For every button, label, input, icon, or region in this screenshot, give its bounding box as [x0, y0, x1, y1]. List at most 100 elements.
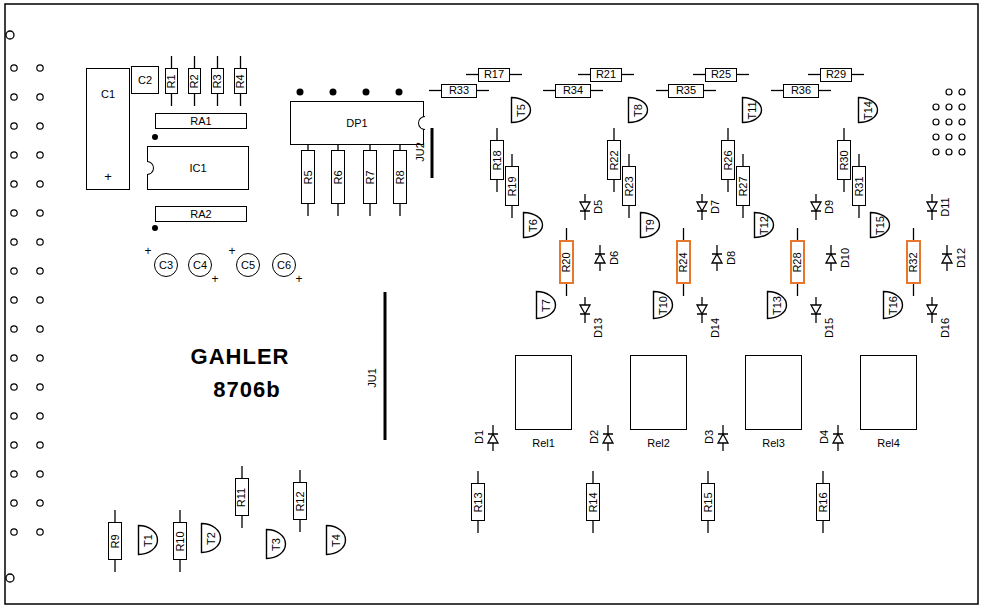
part-name: R1: [166, 74, 177, 88]
jumper-label: JU1: [367, 368, 378, 388]
part-name: R5: [303, 170, 314, 184]
resistor-lead: [241, 516, 242, 528]
diode-lead: [584, 314, 585, 323]
part-name: R33: [449, 85, 469, 96]
polarity-mark: +: [211, 273, 218, 285]
polarity-mark: +: [144, 245, 151, 257]
resistor-lead: [819, 90, 831, 91]
resistor-symbol: R13: [471, 483, 485, 521]
transistor-symbol: T10: [652, 290, 674, 320]
resistor-lead: [707, 521, 708, 533]
diode-symbol: [595, 254, 605, 263]
polarity-mark: +: [295, 273, 302, 285]
diode-lead: [584, 211, 585, 220]
resistor-symbol: R3: [211, 68, 224, 94]
part-name: R9: [110, 534, 121, 548]
part-name: C6: [277, 260, 291, 271]
resistor-lead: [510, 74, 522, 75]
pin-dot: [152, 134, 158, 140]
transistor-symbol: T3: [265, 528, 287, 560]
part-name: C4: [193, 260, 207, 271]
connector-hole: [11, 94, 17, 100]
connector-hole: [933, 134, 939, 140]
transistor-outline-path: [768, 292, 787, 319]
resistor-symbol: R30: [837, 140, 851, 180]
resistor-lead: [429, 90, 441, 91]
diode-symbol: [488, 434, 498, 443]
resistor-lead: [114, 510, 115, 522]
diode-lead: [815, 314, 816, 323]
connector-hole: [946, 104, 952, 110]
diode-lead: [607, 443, 608, 451]
part-name: C1: [101, 89, 115, 100]
mounting-hole: [6, 574, 14, 582]
part-name: R7: [365, 170, 376, 184]
resistor-lead: [240, 94, 241, 106]
resistor-symbol: R28: [790, 240, 805, 284]
resistor-lead: [727, 180, 728, 192]
resistor-lead: [913, 228, 914, 240]
connector-hole: [11, 326, 17, 332]
resistor-lead: [613, 128, 614, 140]
pin-dot: [297, 89, 304, 96]
resistor-lead: [797, 284, 798, 296]
connector-hole: [37, 529, 43, 535]
diode-symbol: [811, 305, 821, 314]
component-body: C2: [131, 66, 159, 94]
diode-symbol: [603, 434, 613, 443]
resistor-lead: [591, 90, 603, 91]
resistor-lead: [822, 471, 823, 483]
transistor-symbol: T8: [627, 96, 649, 124]
resistor-symbol: R33: [441, 84, 477, 98]
part-name: T10: [658, 296, 669, 315]
connector-hole: [37, 384, 43, 390]
part-name: R10: [175, 531, 186, 551]
resistor-symbol: R9: [108, 522, 122, 560]
pin-dot: [363, 89, 370, 96]
pin1-notch: [418, 116, 425, 130]
diode-symbol: [580, 202, 590, 211]
transistor-symbol: T6: [522, 211, 544, 239]
transistor-outline-path: [641, 213, 660, 238]
resistor-symbol: R11: [235, 478, 249, 516]
resistor-lead: [511, 154, 512, 166]
diode-lead: [716, 245, 717, 254]
diode-lead: [815, 297, 816, 305]
part-name: T11: [746, 101, 757, 119]
resistor-symbol: R18: [490, 140, 504, 180]
resistor-symbol: R31: [852, 166, 866, 206]
diode-label: D11: [940, 197, 951, 216]
resistor-lead: [369, 204, 370, 216]
transistor-outline-path: [884, 292, 903, 319]
capacitor-symbol: C5: [236, 253, 260, 277]
part-name: T9: [645, 219, 656, 232]
resistor-lead: [477, 521, 478, 533]
part-name: R19: [507, 176, 518, 196]
diode-lead: [931, 314, 932, 323]
part-name: R28: [792, 252, 803, 272]
transistor-symbol: T9: [639, 211, 661, 239]
part-name: T16: [888, 296, 899, 315]
connector-hole: [959, 89, 965, 95]
relay-part: Rel3: [745, 355, 802, 449]
transistor-symbol: T13: [766, 290, 788, 320]
resistor-lead: [742, 154, 743, 166]
connector-hole: [11, 181, 17, 187]
part-name: T8: [633, 104, 644, 117]
connector-hole: [37, 152, 43, 158]
connector-hole: [37, 65, 43, 71]
diode-label: D6: [609, 251, 620, 265]
resistor-lead: [299, 520, 300, 532]
resistor-lead: [307, 204, 308, 216]
part-name: R25: [711, 69, 731, 80]
diode-label: D5: [593, 200, 604, 214]
resistor-lead: [858, 154, 859, 166]
transistor-symbol: T4: [325, 524, 347, 556]
part-name: R15: [703, 492, 714, 512]
pin1-notch: [147, 161, 154, 175]
dip-package: DP1: [290, 101, 424, 145]
connector-hole: [11, 123, 17, 129]
resistor-lead: [217, 56, 218, 68]
pin-dot: [330, 89, 337, 96]
resistor-lead: [656, 90, 668, 91]
